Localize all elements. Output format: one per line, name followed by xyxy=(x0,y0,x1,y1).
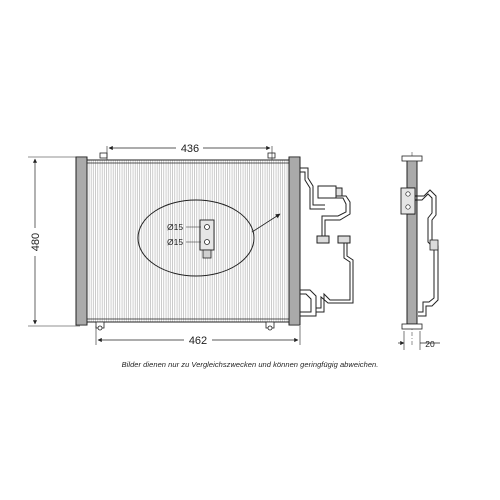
side-view xyxy=(400,152,439,346)
condenser-core xyxy=(85,159,291,323)
right-tank xyxy=(288,156,301,326)
dimension-top xyxy=(106,145,273,160)
dimension-depth xyxy=(398,331,440,350)
dimension-height xyxy=(28,156,80,327)
detail-port-1-label: Ø15 xyxy=(167,222,183,232)
mounting-brackets xyxy=(95,152,276,331)
detail-callout xyxy=(137,199,281,277)
dimension-top-label: 436 xyxy=(181,143,199,155)
left-tank xyxy=(75,156,88,326)
detail-port-2-label: Ø15 xyxy=(167,237,183,247)
dimension-depth-label: 20 xyxy=(425,339,435,349)
dimension-bottom-label: 462 xyxy=(189,335,207,347)
pipe-assembly xyxy=(300,167,354,317)
dimension-bottom xyxy=(95,326,301,345)
disclaimer-caption: Bilder dienen nur zu Vergleichszwecken u… xyxy=(121,360,379,369)
dimension-height-label: 480 xyxy=(30,233,42,251)
